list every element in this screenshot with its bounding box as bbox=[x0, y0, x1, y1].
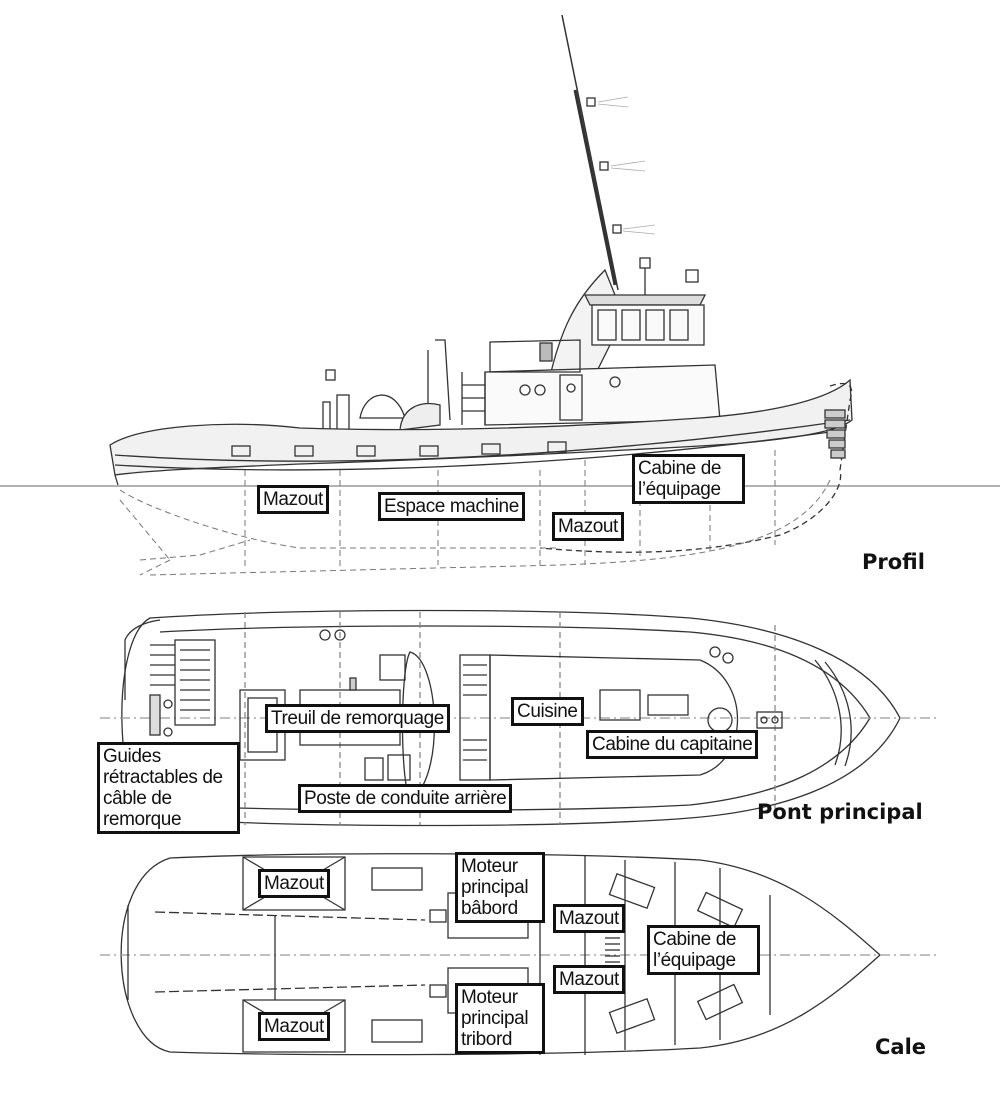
deckhouse bbox=[427, 339, 721, 426]
aft-console bbox=[364, 757, 384, 781]
label-profile-fuel-fwd: Mazout bbox=[552, 512, 624, 541]
label-hold-crew-cabin: Cabine de l’équipage bbox=[647, 925, 760, 975]
superstructure bbox=[489, 654, 739, 781]
label-aft-steering-station: Poste de conduite arrière bbox=[298, 784, 513, 813]
label-profile-engine-room: Espace machine bbox=[378, 492, 525, 521]
label-hold-fuel-starboard-aft: Mazout bbox=[258, 1012, 330, 1041]
wheelhouse bbox=[583, 257, 707, 346]
label-towing-winch: Treuil de remorquage bbox=[265, 704, 450, 733]
hold-outline bbox=[120, 853, 881, 1056]
label-captain-cabin: Cabine du capitaine bbox=[586, 730, 759, 759]
label-starboard-main-engine: Moteur principal tribord bbox=[455, 983, 545, 1054]
section-title-hold: Cale bbox=[875, 1035, 927, 1059]
underwater-hull bbox=[119, 450, 831, 576]
fuel-tank-starboard-aft bbox=[242, 999, 346, 1053]
bunk-starboard bbox=[608, 997, 656, 1035]
label-galley: Cuisine bbox=[511, 697, 584, 726]
label-hold-fuel-port-fwd: Mazout bbox=[553, 904, 625, 933]
bunk-port bbox=[608, 872, 656, 910]
label-profile-fuel-aft: Mazout bbox=[257, 485, 329, 514]
hull bbox=[109, 378, 853, 553]
label-hold-fuel-port-aft: Mazout bbox=[258, 869, 330, 898]
mast bbox=[561, 14, 656, 291]
vent bbox=[322, 401, 331, 433]
aft-stairs bbox=[149, 639, 216, 737]
profile-view bbox=[0, 14, 1000, 576]
deck-fittings bbox=[231, 441, 567, 457]
label-profile-crew-cabin: Cabine de l’équipage bbox=[632, 454, 745, 504]
lifeboat bbox=[359, 394, 406, 419]
section-title-profile: Profil bbox=[862, 550, 925, 574]
label-hold-fuel-starboard-fwd: Mazout bbox=[553, 965, 625, 994]
capstan bbox=[756, 711, 783, 729]
section-title-main-deck: Pont principal bbox=[757, 800, 923, 824]
label-port-main-engine: Moteur principal bâbord bbox=[455, 852, 545, 923]
label-tow-cable-guides: Guides rétractables de câble de remorque bbox=[97, 742, 240, 834]
